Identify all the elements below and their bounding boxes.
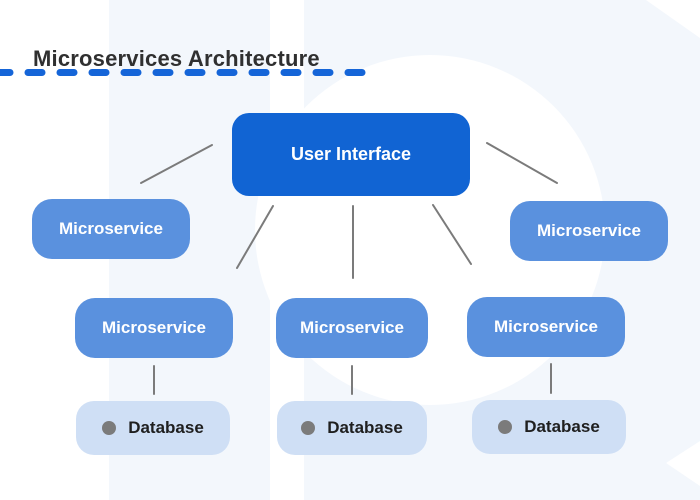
node-microservice-label: Microservice [537,221,641,240]
node-database-1: Database [76,401,230,455]
node-user-interface-label: User Interface [290,144,412,164]
node-microservice-mid-left: Microservice [75,298,233,358]
node-microservice-mid-center: Microservice [276,298,428,358]
node-user-interface: User Interface [232,113,470,196]
node-microservice-label: Microservice [494,317,598,336]
circle-bullet-icon [102,421,117,435]
node-microservice-mid-right: Microservice [467,297,625,357]
node-microservice-top-right: Microservice [510,201,668,261]
node-microservice-label: Microservice [102,318,206,337]
node-microservice-label: Microservice [59,219,163,238]
circle-bullet-icon [301,421,316,435]
node-microservice-label: Microservice [300,318,404,337]
node-database-label: Database [128,418,204,437]
node-microservice-top-left: Microservice [32,199,190,259]
node-database-label: Database [524,417,600,436]
node-database-2: Database [277,401,427,455]
node-database-label: Database [327,418,403,437]
node-database-3: Database [472,400,626,454]
page-title: Microservices Architecture [33,45,320,71]
circle-bullet-icon [498,420,513,434]
